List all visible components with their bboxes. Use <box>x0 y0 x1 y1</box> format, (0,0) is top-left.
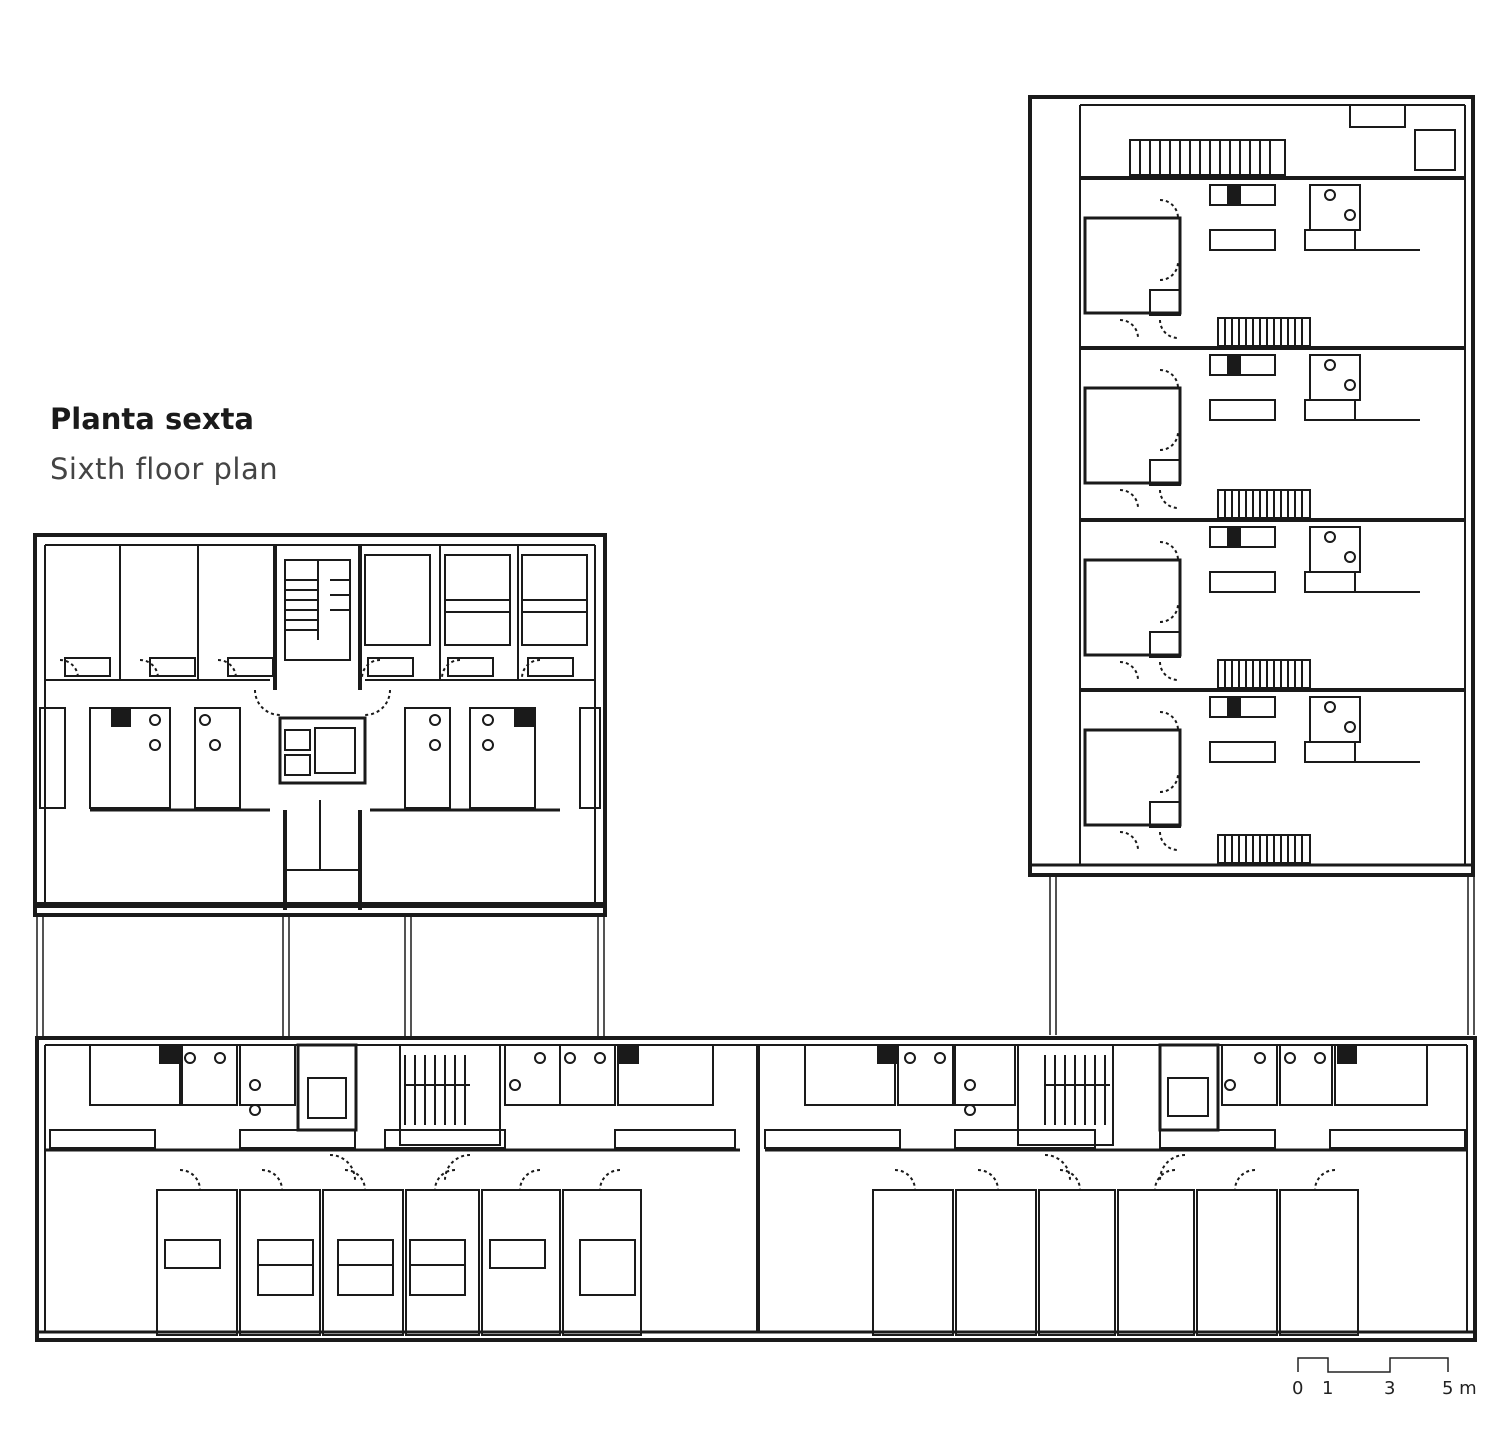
scale-bar-graphic <box>1297 1357 1449 1373</box>
plan-title-english: Sixth floor plan <box>50 452 279 486</box>
scale-label-3: 3 <box>1384 1378 1396 1399</box>
plan-title-spanish: Planta sexta <box>50 402 255 436</box>
right-block-units <box>1083 184 1420 864</box>
bottom-block <box>35 1036 1477 1342</box>
scale-bar: 0 1 3 5 m <box>1280 1350 1490 1410</box>
scale-label-1: 1 <box>1322 1378 1334 1399</box>
scale-label-5m: 5 m <box>1442 1378 1477 1399</box>
scale-label-0: 0 <box>1292 1378 1304 1399</box>
right-upper-block <box>1028 95 1475 877</box>
connecting-galleries <box>36 875 1475 1040</box>
left-upper-block <box>33 533 607 917</box>
